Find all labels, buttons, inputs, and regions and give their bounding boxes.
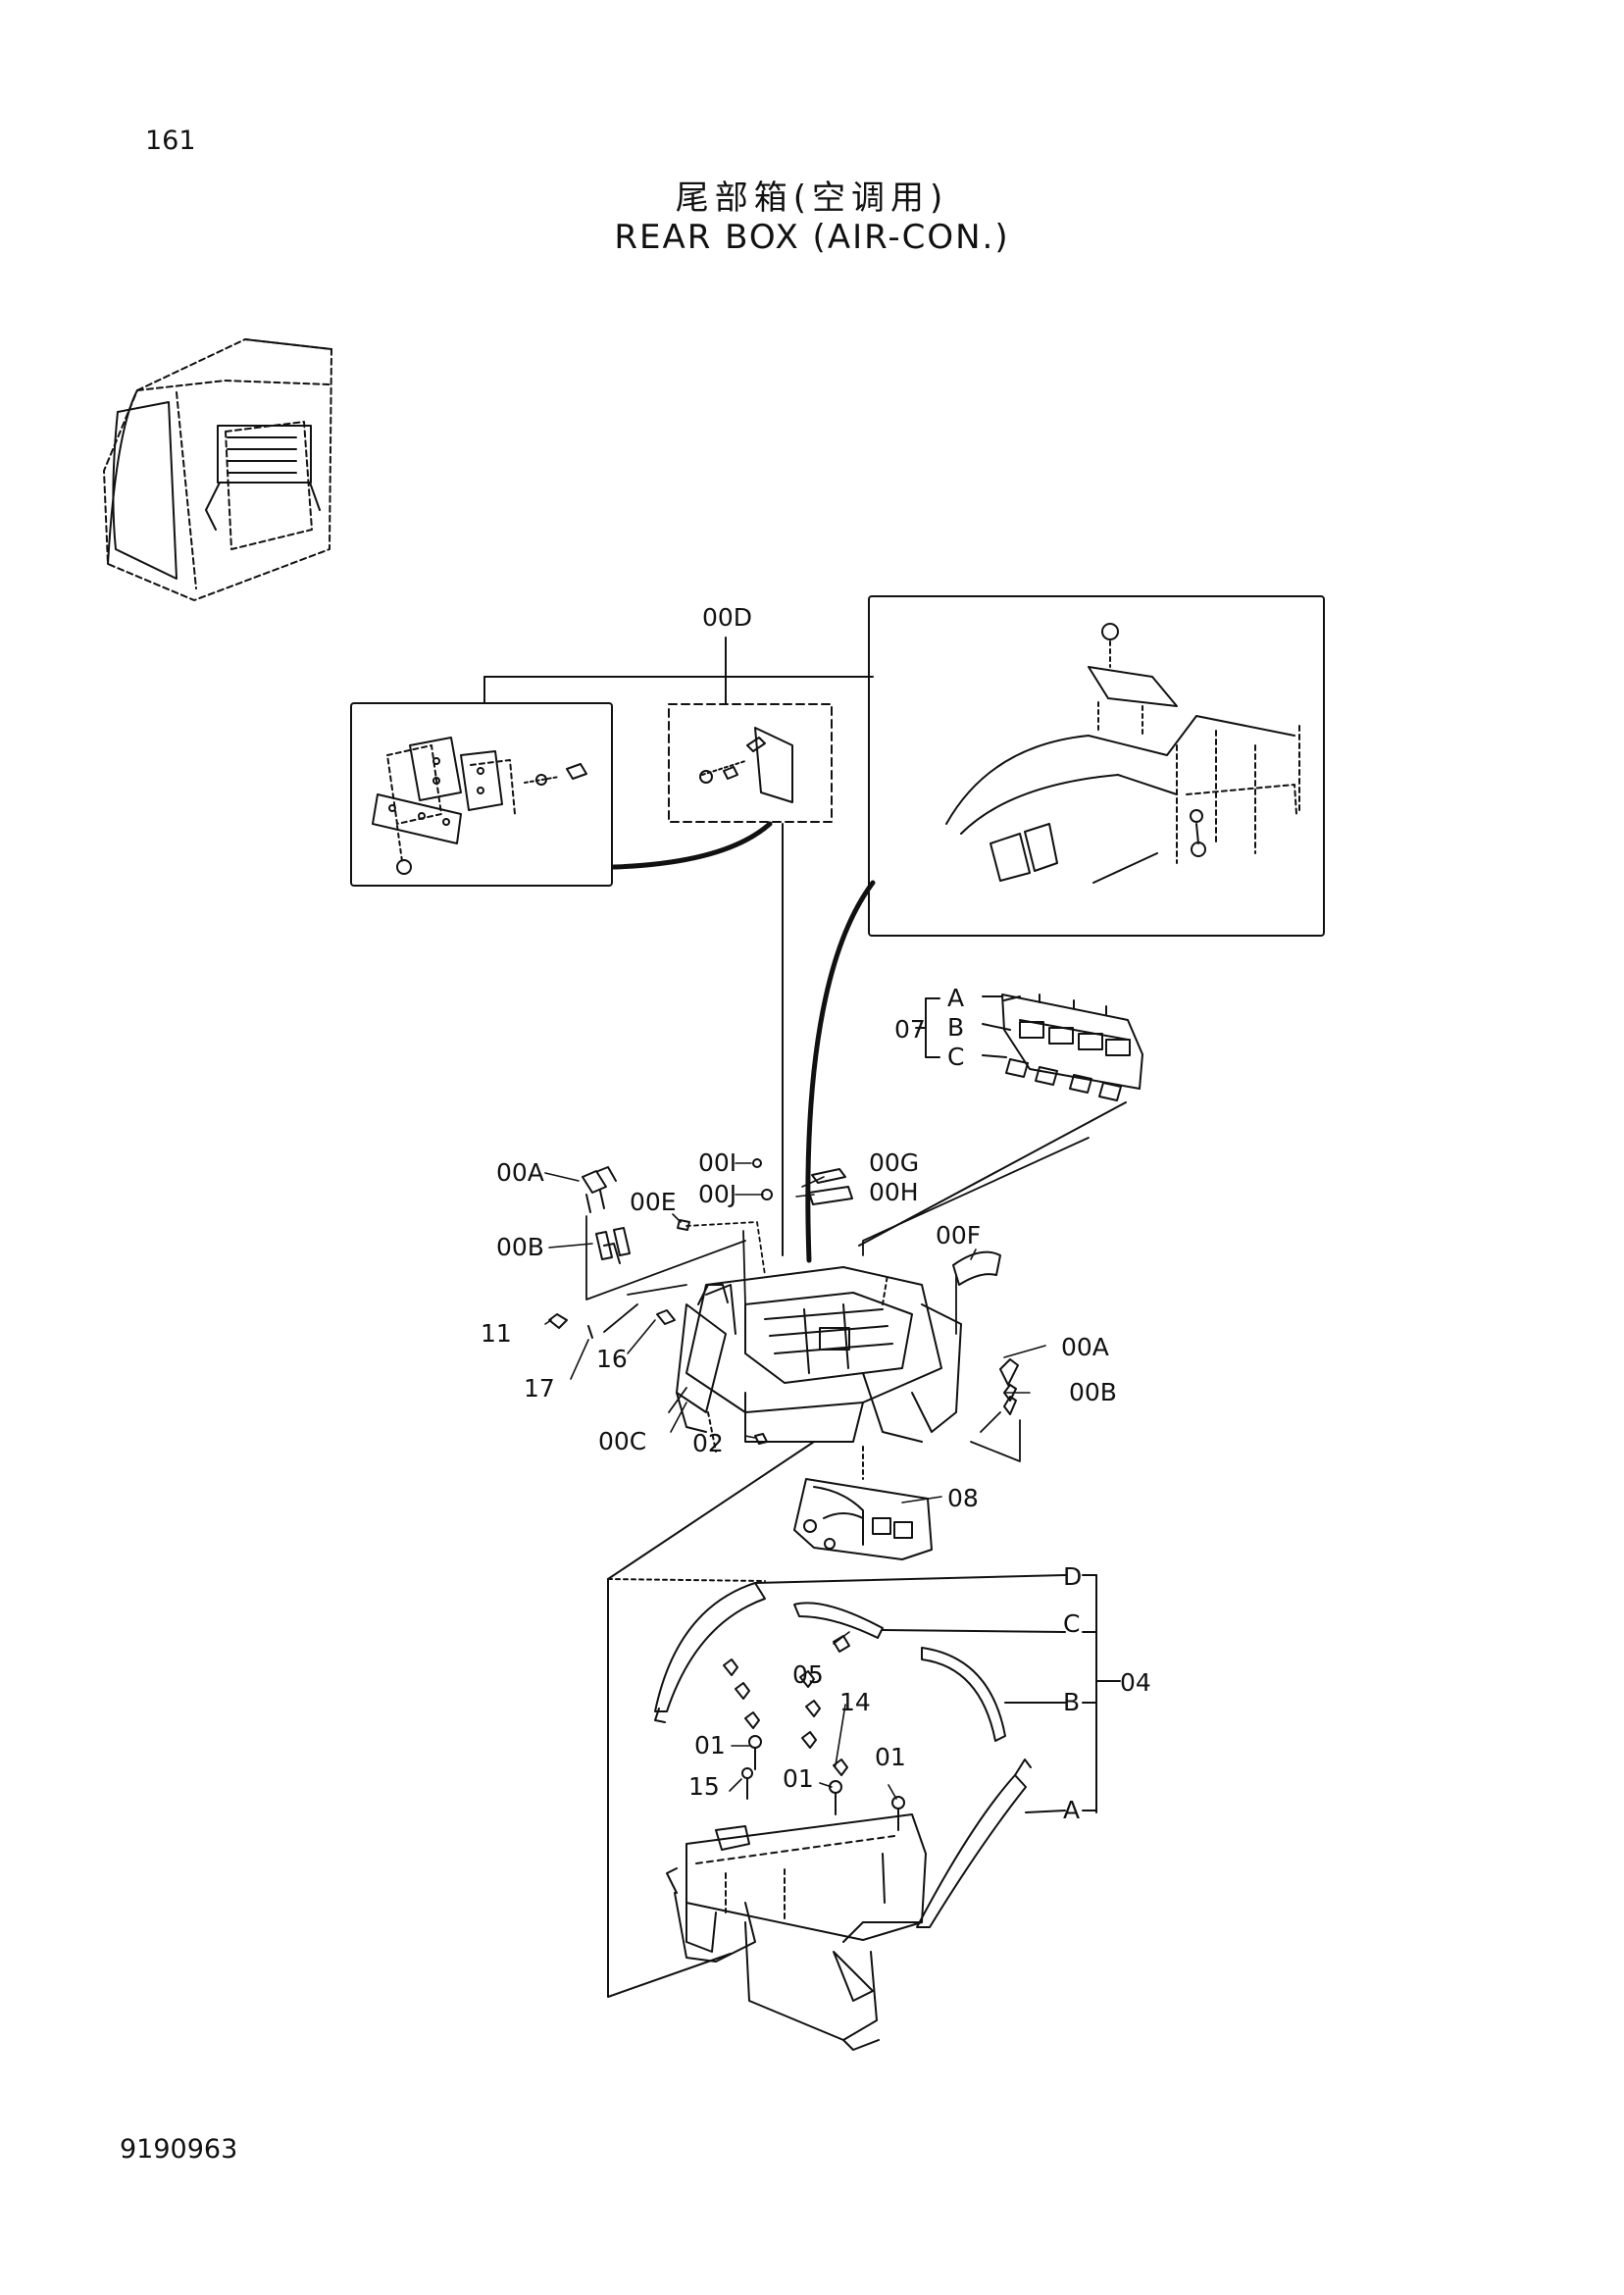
callout-00B-left: 00B <box>496 1233 544 1261</box>
callout-01-c: 01 <box>875 1743 906 1771</box>
callout-05: 05 <box>792 1660 824 1689</box>
callout-15: 15 <box>688 1772 720 1801</box>
controller-08 <box>793 1446 933 1560</box>
callout-00C: 00C <box>598 1427 646 1455</box>
callout-00A-left: 00A <box>496 1158 544 1187</box>
callout-07-C: C <box>947 1043 964 1071</box>
cab-overview-drawing <box>103 338 332 601</box>
callout-16: 16 <box>596 1345 628 1373</box>
callout-07-B: B <box>947 1013 964 1042</box>
callout-08: 08 <box>947 1484 979 1512</box>
harness-brackets-04 <box>654 1582 1032 1928</box>
page-number: 161 <box>145 126 196 156</box>
detail-inset-right <box>868 595 1325 937</box>
small-parts-upper <box>548 1158 1019 1445</box>
callout-00A-right: 00A <box>1061 1333 1109 1361</box>
callout-14: 14 <box>839 1688 871 1716</box>
frame-link-line <box>607 1578 732 1998</box>
callout-17: 17 <box>524 1374 555 1402</box>
callout-00D: 00D <box>702 603 752 632</box>
callout-04-A: A <box>1063 1796 1080 1824</box>
callout-07-A: A <box>947 984 964 1012</box>
title-english: REAR BOX (AIR-CON.) <box>614 218 1010 257</box>
rear-box-assembly <box>676 1266 962 1453</box>
callout-04: 04 <box>1120 1668 1151 1697</box>
callout-02: 02 <box>692 1429 724 1457</box>
callout-00H: 00H <box>869 1178 919 1206</box>
assembly-link-lines <box>585 1137 1090 1462</box>
callout-04-C: C <box>1063 1609 1080 1638</box>
callout-00I: 00I <box>698 1148 736 1177</box>
detail-00D <box>668 703 833 823</box>
callout-01-b: 01 <box>783 1764 814 1793</box>
callout-leaders <box>544 1162 1046 1800</box>
callout-11: 11 <box>481 1319 512 1348</box>
lower-frame <box>666 1813 927 2051</box>
document-number: 9190963 <box>120 2134 238 2165</box>
callout-04-D: D <box>1063 1562 1082 1591</box>
callout-00G: 00G <box>869 1148 919 1177</box>
callout-00J: 00J <box>698 1180 736 1208</box>
title-chinese: 尾部箱(空调用) <box>675 178 949 218</box>
callout-00B-right: 00B <box>1069 1378 1117 1406</box>
detail-inset-left <box>350 702 613 887</box>
callout-01-a: 01 <box>694 1731 726 1760</box>
callout-07: 07 <box>894 1015 926 1044</box>
callout-00F: 00F <box>936 1221 981 1250</box>
callout-04-B: B <box>1063 1688 1080 1716</box>
bracket-04-group <box>754 1574 1121 1813</box>
callout-00E: 00E <box>630 1188 677 1216</box>
